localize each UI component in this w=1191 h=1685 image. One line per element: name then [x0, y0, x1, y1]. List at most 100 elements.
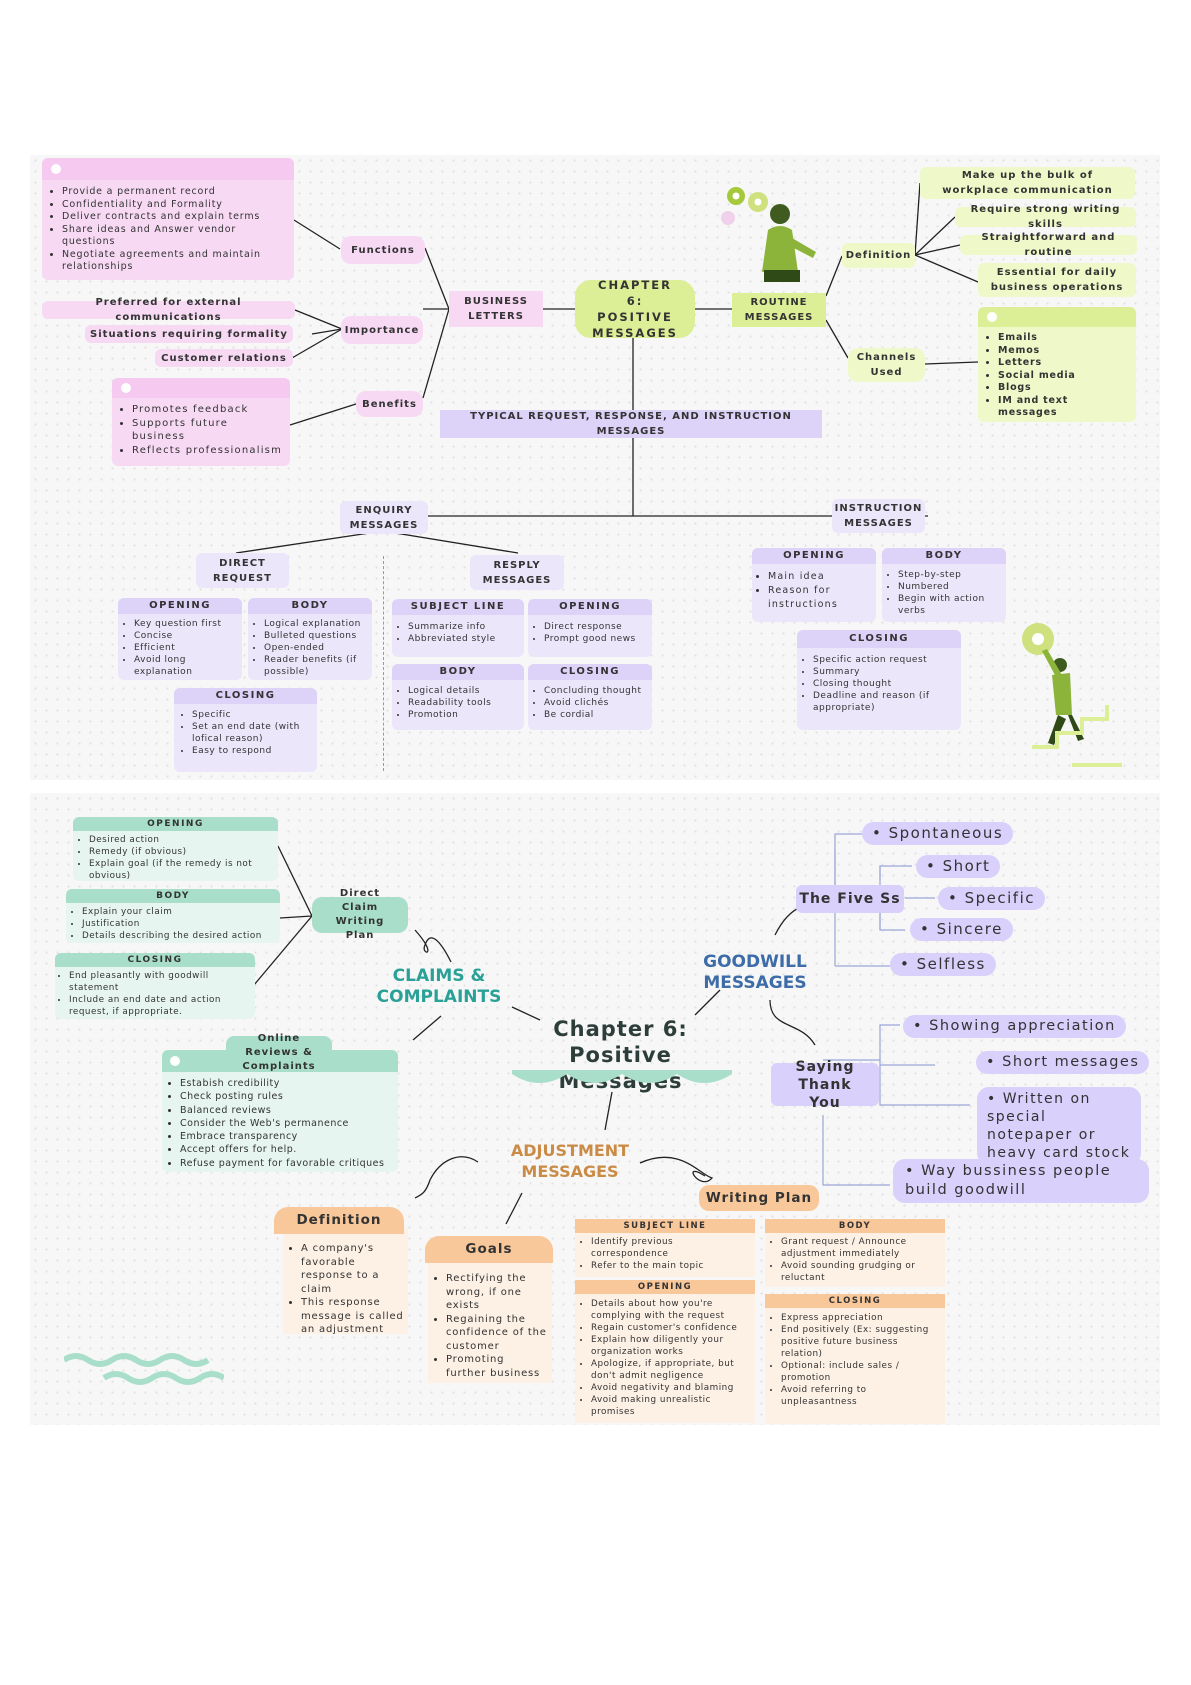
instr-closing-box: CLOSING Specific action requestSummaryCl…: [797, 630, 961, 730]
benefits-list-box: Promotes feedbackSupports future busines…: [112, 378, 290, 466]
benefits-node: Benefits: [356, 391, 423, 417]
list-item: Optional: include sales / promotion: [781, 1360, 941, 1384]
list-item: Memos: [998, 345, 1130, 358]
dr-opening-items: Key question firstConciseEfficientAvoid …: [118, 614, 242, 678]
instr-body-items: Step-by-stepNumberedBegin with action ve…: [882, 564, 1006, 617]
thanks-item-3: • Written on special notepaper or heavy …: [977, 1087, 1141, 1165]
importance-item-1: Preferred for external communications: [42, 297, 295, 323]
dr-closing-title: CLOSING: [174, 688, 317, 704]
dr-opening-box: OPENING Key question firstConciseEfficie…: [118, 598, 242, 680]
list-item: Specific action request: [813, 654, 957, 666]
claim-closing-title: CLOSING: [55, 953, 255, 967]
five-ss-item-1: • Spontaneous: [862, 822, 1014, 845]
channels-list-box: EmailsMemosLettersSocial mediaBlogsIM an…: [978, 307, 1136, 422]
routine-messages-node: ROUTINE MESSAGES: [732, 293, 826, 327]
definition-node: Definition: [842, 243, 915, 268]
wp-body-title: BODY: [765, 1219, 945, 1233]
center-title-line1: Chapter 6:: [553, 1017, 688, 1041]
list-item: Specific: [192, 709, 313, 721]
claims-complaints-label: CLAIMS & COMPLAINTS: [376, 966, 502, 1007]
adj-goals-box: Rectifying the wrong, if one existsRegai…: [428, 1260, 552, 1383]
functions-items: Provide a permanent recordConfidentialit…: [42, 180, 294, 274]
thanks-item-1: • Showing appreciation: [903, 1015, 1126, 1038]
list-item: Readability tools: [408, 697, 520, 709]
five-ss-item-4: • Sincere: [910, 918, 1013, 941]
instr-opening-box: OPENING Main ideaReason for instructions: [752, 548, 876, 622]
list-item: Explain how diligently your organization…: [591, 1334, 751, 1358]
list-item: Efficient: [134, 642, 238, 654]
reply-opening-box: OPENING Direct responsePrompt good news: [528, 599, 652, 657]
list-item: Open-ended: [264, 642, 368, 654]
reply-closing-title: CLOSING: [528, 664, 652, 680]
reply-body-items: Logical detailsReadability toolsPromotio…: [392, 680, 524, 721]
instr-opening-items: Main ideaReason for instructions: [752, 564, 876, 612]
definition-item-2: Require strong writing skills: [955, 204, 1136, 230]
wavy-lines-decoration: [64, 1353, 224, 1385]
reply-closing-box: CLOSING Concluding thoughtAvoid clichésB…: [528, 664, 652, 730]
thanks-item-2: • Short messages: [976, 1051, 1150, 1074]
list-item: Include an end date and action request, …: [69, 994, 251, 1018]
direct-claim-node: Direct Claim Writing Plan: [312, 888, 408, 941]
list-item: Concluding thought: [544, 685, 648, 697]
wp-body-box: BODY Grant request / Announce adjustment…: [765, 1219, 945, 1287]
list-item: Desired action: [89, 834, 274, 846]
list-item: Reason for instructions: [768, 584, 872, 612]
instr-body-box: BODY Step-by-stepNumberedBegin with acti…: [882, 548, 1006, 622]
definition-item-1: Make up the bulk of workplace communicat…: [920, 167, 1135, 199]
climbing-person-icon: [1022, 623, 1122, 767]
functions-node: Functions: [341, 236, 425, 264]
list-item: Grant request / Announce adjustment imme…: [781, 1236, 941, 1260]
list-item: Logical details: [408, 685, 520, 697]
list-item: Logical explanation: [264, 618, 368, 630]
adj-definition-items: A company's favorable response to a clai…: [283, 1228, 408, 1337]
wp-opening-box: OPENING Details about how you're complyi…: [575, 1280, 755, 1423]
list-item: End pleasantly with goodwill statement: [69, 970, 251, 994]
dr-body-box: BODY Logical explanationBulleted questio…: [248, 598, 372, 680]
list-item: This response message is called an adjus…: [301, 1296, 404, 1337]
instr-closing-title: CLOSING: [797, 630, 961, 648]
list-item: Easy to respond: [192, 745, 313, 757]
list-item: Summarize info: [408, 621, 520, 633]
wave-decoration: [512, 1070, 732, 1083]
list-item: Share ideas and Answer vendor questions: [62, 224, 286, 249]
list-item: Bulleted questions: [264, 630, 368, 642]
list-item: Key question first: [134, 618, 238, 630]
benefits-items: Promotes feedbackSupports future busines…: [112, 398, 290, 457]
wp-subject-box: SUBJECT LINE Identify previous correspon…: [575, 1219, 755, 1277]
list-item: Regain customer's confidence: [591, 1322, 751, 1334]
list-item: Concise: [134, 630, 238, 642]
list-item: Embrace transparency: [180, 1130, 394, 1143]
importance-node: Importance: [341, 316, 423, 344]
claim-body-box: BODY Explain your claimJustificationDeta…: [66, 889, 280, 943]
list-item: Consider the Web's permanence: [180, 1117, 394, 1130]
stairs-person-illustration: [1012, 615, 1132, 775]
list-item: End positively (Ex: suggesting positive …: [781, 1324, 941, 1360]
thanks-item-4: • Way bussiness people build goodwill: [893, 1159, 1149, 1203]
direct-request-node: DIRECT REQUEST: [196, 553, 289, 588]
wp-closing-title: CLOSING: [765, 1294, 945, 1308]
list-item: A company's favorable response to a clai…: [301, 1242, 404, 1296]
reply-subject-title: SUBJECT LINE: [392, 599, 524, 615]
claim-body-items: Explain your claimJustificationDetails d…: [66, 903, 280, 942]
list-item: Check posting rules: [180, 1090, 394, 1103]
definition-item-3: Straightforward and routine: [960, 232, 1137, 258]
list-item: Be cordial: [544, 709, 648, 721]
list-item: Identify previous correspondence: [591, 1236, 751, 1260]
dr-closing-items: SpecificSet an end date (with lofical re…: [174, 704, 317, 757]
wp-opening-title: OPENING: [575, 1280, 755, 1294]
list-item: Avoid long explanation: [134, 654, 238, 678]
reply-opening-items: Direct responsePrompt good news: [528, 615, 652, 645]
list-item: Explain goal (if the remedy is not obvio…: [89, 858, 274, 882]
list-item: Prompt good news: [544, 633, 648, 645]
list-item: Avoid sounding grudging or reluctant: [781, 1260, 941, 1284]
claim-closing-box: CLOSING End pleasantly with goodwill sta…: [55, 953, 255, 1019]
list-item: Deadline and reason (if appropriate): [813, 690, 957, 714]
importance-item-2: Situations requiring formality: [85, 325, 293, 343]
list-item: Reflects professionalism: [132, 444, 284, 458]
reply-subject-box: SUBJECT LINE Summarize infoAbbreviated s…: [392, 599, 524, 657]
list-item: Set an end date (with lofical reason): [192, 721, 313, 745]
instr-closing-items: Specific action requestSummaryClosing th…: [797, 648, 961, 714]
saying-thank-you-node: Saying Thank You: [771, 1059, 879, 1111]
list-item: Provide a permanent record: [62, 186, 286, 199]
list-item: Blogs: [998, 382, 1130, 395]
